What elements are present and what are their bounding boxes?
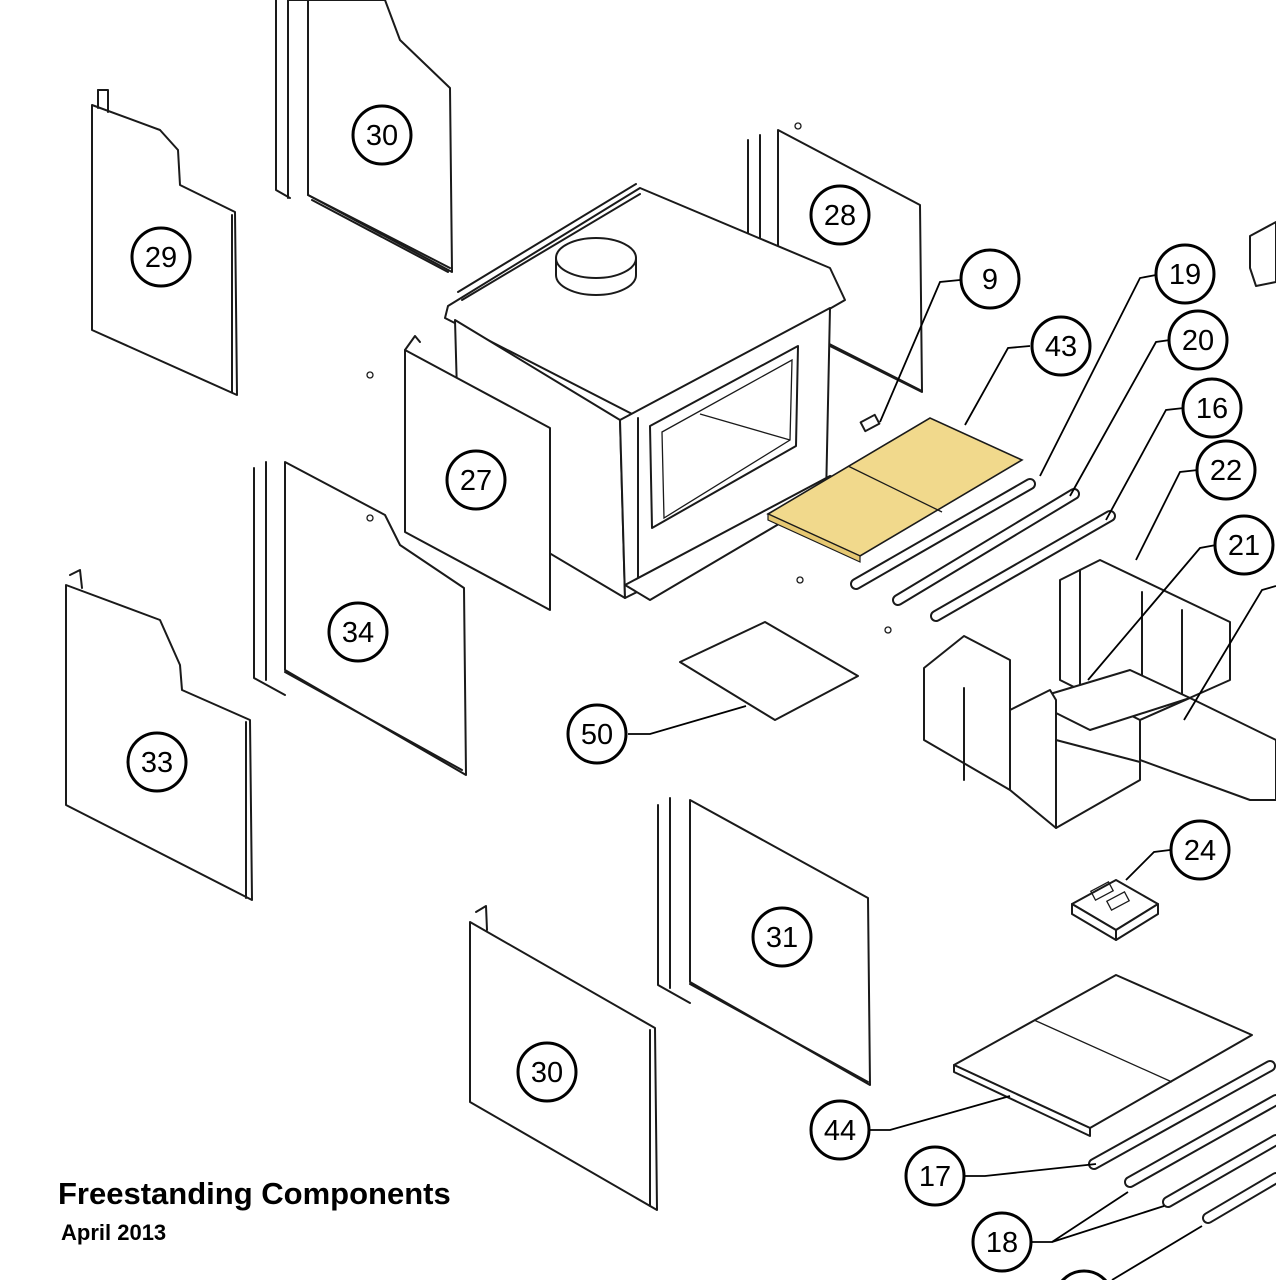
air-control-24 (1071, 879, 1159, 941)
baffle-rods (850, 478, 1116, 622)
callout-21: 21 (1213, 514, 1275, 576)
callout-30-bottom: 30 (516, 1041, 578, 1103)
callout-label: 44 (824, 1115, 856, 1147)
callout-43: 43 (1030, 315, 1092, 377)
callout-24: 24 (1169, 819, 1231, 881)
callout-16-bottom: 16 (1060, 1269, 1108, 1280)
callout-label: 16 (1068, 1277, 1100, 1280)
callout-16: 16 (1181, 377, 1243, 439)
callout-label: 20 (1182, 325, 1214, 357)
diagram-title: Freestanding Components (58, 1176, 451, 1211)
callout-label: 17 (919, 1161, 951, 1193)
callout-19: 19 (1154, 243, 1216, 305)
gasket-50 (679, 621, 859, 721)
callout-label: 9 (982, 264, 998, 296)
callout-label: 18 (986, 1227, 1018, 1259)
callout-27: 27 (445, 449, 507, 511)
callout-label: 29 (145, 242, 177, 274)
callout-17: 17 (904, 1145, 966, 1207)
latch-part-9 (859, 413, 881, 433)
bottom-rods (1088, 1060, 1276, 1224)
callout-44: 44 (809, 1099, 871, 1161)
screws (366, 371, 892, 634)
callout-29: 29 (130, 226, 192, 288)
callout-33: 33 (126, 731, 188, 793)
callout-label: 24 (1184, 835, 1216, 867)
callout-22: 22 (1195, 439, 1257, 501)
firebrick-set-43 (766, 417, 1024, 563)
callout-label: 50 (581, 719, 613, 751)
callout-34: 34 (327, 601, 389, 663)
callout-18: 18 (971, 1211, 1033, 1273)
callout-31: 31 (751, 906, 813, 968)
callout-label: 43 (1045, 331, 1077, 363)
callout-label: 30 (366, 120, 398, 152)
partial-part-top-right (1249, 221, 1276, 287)
callout-28: 28 (809, 184, 871, 246)
callout-label: 28 (824, 200, 856, 232)
callout-30-top: 30 (351, 104, 413, 166)
callout-label: 16 (1196, 393, 1228, 425)
callout-20: 20 (1167, 309, 1229, 371)
callout-label: 19 (1169, 259, 1201, 291)
callout-9: 9 (959, 248, 1021, 310)
firebrick-surround-22 (923, 559, 1276, 829)
diagram-date: April 2013 (61, 1220, 167, 1245)
callout-label: 27 (460, 465, 492, 497)
callout-label: 33 (141, 747, 173, 779)
callout-label: 31 (766, 922, 798, 954)
leader-lines (628, 274, 1276, 1280)
callout-50: 50 (566, 703, 628, 765)
callout-label: 21 (1228, 530, 1260, 562)
hearth-base-44 (953, 974, 1253, 1137)
callout-label: 34 (342, 617, 374, 649)
callout-label: 30 (531, 1057, 563, 1089)
callout-label: 22 (1210, 455, 1242, 487)
